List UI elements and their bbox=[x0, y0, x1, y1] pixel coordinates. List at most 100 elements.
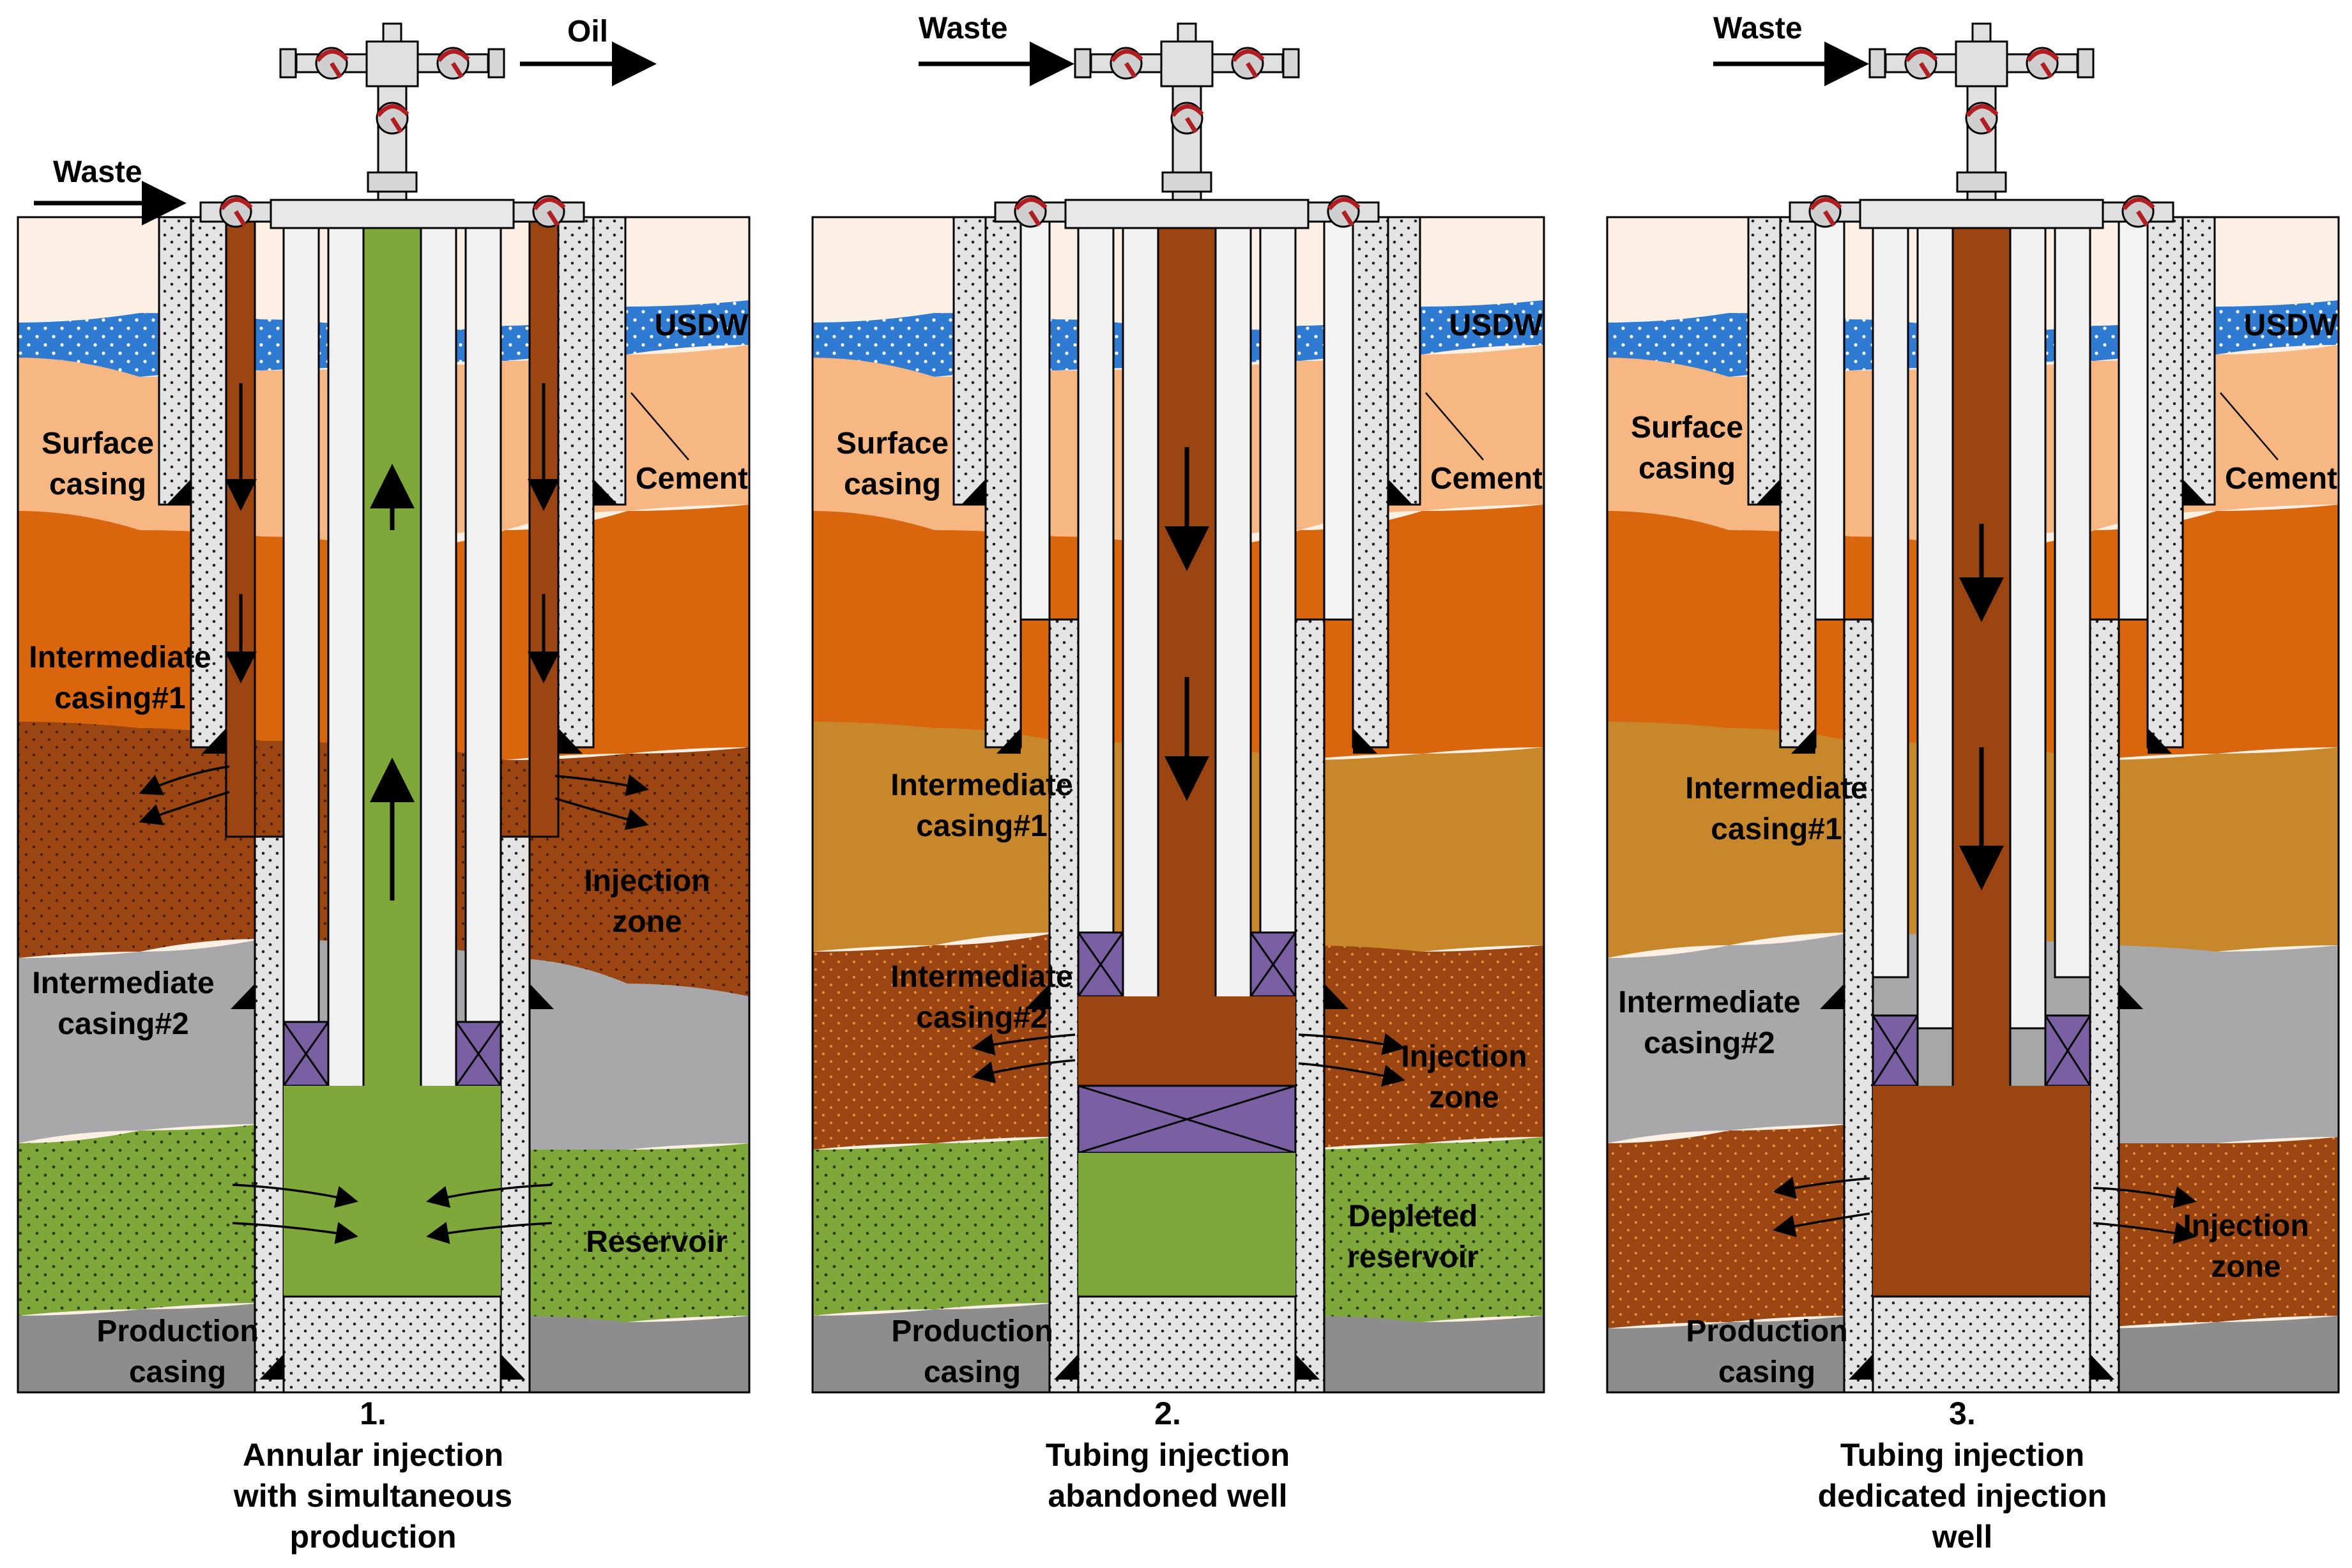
wellhead bbox=[1789, 22, 2174, 229]
cement-label: Cement bbox=[2225, 462, 2337, 496]
production-casing-shoe bbox=[501, 1354, 525, 1380]
cement-leader bbox=[630, 392, 689, 461]
panel-number: 2. bbox=[1154, 1396, 1181, 1431]
tree-flange bbox=[1161, 171, 1212, 193]
injection-zone-label: zone bbox=[2211, 1250, 2280, 1284]
reservoir-label: Depleted bbox=[1348, 1199, 1478, 1233]
tree-cap bbox=[382, 22, 402, 43]
valve-handle bbox=[1232, 49, 1265, 79]
intermediate-2-shoe bbox=[1820, 984, 1844, 1009]
intermediate-2-shoe bbox=[1025, 984, 1050, 1009]
inflow-arrow bbox=[426, 1222, 553, 1244]
intermediate-2-label: casing#2 bbox=[57, 1007, 188, 1041]
tree-flange bbox=[367, 171, 418, 193]
annulus-left bbox=[1077, 216, 1115, 978]
panel-caption: Annular injection bbox=[243, 1437, 503, 1473]
panel-caption: production bbox=[289, 1519, 456, 1555]
panel-3: WasteUSDWCementSurfacecasingIntermediate… bbox=[1606, 11, 2340, 1555]
valve bbox=[1110, 47, 1143, 80]
panel-caption: Tubing injection bbox=[1840, 1437, 2084, 1473]
panel-caption: abandoned well bbox=[1048, 1478, 1287, 1514]
tree-cap bbox=[1177, 22, 1197, 43]
production-casing-label: casing bbox=[1718, 1355, 1815, 1389]
intermediate-1-shoe bbox=[997, 728, 1021, 754]
outflow-arrow bbox=[972, 1059, 1076, 1084]
cement-leader bbox=[1425, 392, 1484, 461]
intermediate-2-label: casing#2 bbox=[1644, 1026, 1775, 1060]
valve-handle bbox=[376, 104, 409, 133]
surface-casing-shoe bbox=[167, 479, 191, 505]
panel-number: 1. bbox=[360, 1396, 386, 1431]
flange bbox=[2077, 48, 2095, 79]
surface-casing-label: Surface bbox=[42, 427, 154, 461]
intermediate-1-label: casing#1 bbox=[54, 681, 185, 715]
valve-handle bbox=[2122, 197, 2155, 227]
valve-handle bbox=[1327, 197, 1361, 227]
valve bbox=[532, 195, 566, 228]
production-casing-shoe bbox=[259, 1354, 284, 1380]
packer-cross bbox=[1872, 1015, 1919, 1086]
cement-surface-right bbox=[1387, 216, 1421, 506]
packer-cross bbox=[1078, 1085, 1296, 1154]
packer bbox=[1249, 931, 1297, 998]
panel-caption: Tubing injection bbox=[1046, 1437, 1290, 1473]
intermediate-1-label: Intermediate bbox=[1685, 772, 1867, 805]
valve-handle bbox=[316, 49, 349, 79]
production-casing-label: casing bbox=[924, 1355, 1021, 1389]
surface-casing-shoe bbox=[1388, 479, 1412, 505]
valve-handle bbox=[1809, 197, 1842, 227]
cement-intermediate-right bbox=[1352, 216, 1389, 749]
intermediate-1-label: Intermediate bbox=[29, 641, 211, 674]
cement-plug bbox=[1077, 1295, 1297, 1394]
packer bbox=[2044, 1014, 2091, 1087]
valve bbox=[376, 102, 409, 135]
intermediate-1-shoe bbox=[1791, 728, 1815, 754]
surface-casing-label: Surface bbox=[836, 427, 949, 461]
cement-intermediate-left bbox=[984, 216, 1022, 749]
valve-handle bbox=[1110, 49, 1143, 79]
valve-handle bbox=[220, 197, 253, 227]
injection-zone-label: Injection bbox=[584, 864, 710, 898]
cement-production-right bbox=[500, 835, 531, 1394]
cement-surface-right bbox=[592, 216, 627, 506]
annulus-right bbox=[2054, 216, 2091, 978]
surface-casing-label: casing bbox=[844, 468, 941, 501]
waste-label: Waste bbox=[53, 155, 142, 189]
intermediate-1-label: casing#1 bbox=[916, 809, 1047, 843]
intermediate-2-label: Intermediate bbox=[1618, 986, 1800, 1019]
wellhead bbox=[994, 22, 1380, 229]
outflow-arrow bbox=[554, 774, 649, 796]
panel-2: WasteUSDWCementSurfacecasingIntermediate… bbox=[811, 11, 1545, 1514]
tubing bbox=[1951, 216, 2012, 1145]
tree-flange bbox=[1956, 171, 2007, 193]
flange bbox=[487, 48, 505, 79]
production-casing-label: Production bbox=[891, 1314, 1053, 1348]
cement-surface-left bbox=[158, 216, 192, 506]
valve bbox=[1231, 47, 1265, 80]
packer bbox=[282, 1021, 330, 1087]
usdw-label: USDW bbox=[1449, 308, 1543, 342]
usdw-label: USDW bbox=[2244, 308, 2338, 342]
panel-caption: dedicated injection bbox=[1818, 1478, 2107, 1514]
production-casing-shoe bbox=[1295, 1354, 1320, 1380]
oil-label: Oil bbox=[567, 15, 608, 49]
cement-production-right bbox=[1294, 618, 1325, 1394]
tree-block bbox=[365, 40, 419, 88]
production-casing-label: Production bbox=[96, 1314, 258, 1348]
inflow-arrow bbox=[232, 1184, 358, 1208]
packer-cross bbox=[455, 1021, 502, 1086]
valve bbox=[436, 47, 470, 80]
bridge-plug bbox=[1077, 1085, 1297, 1154]
annulus-waste-right bbox=[528, 216, 560, 838]
production-casing-shoe bbox=[1849, 1354, 1873, 1380]
valve-handle bbox=[1171, 104, 1204, 133]
cement-plug bbox=[1872, 1295, 2091, 1394]
intermediate-1-label: Intermediate bbox=[890, 768, 1073, 802]
surface-casing-label: Surface bbox=[1631, 411, 1743, 445]
valve bbox=[2026, 47, 2059, 80]
cement-production-left bbox=[1843, 618, 1874, 1394]
injection-zone-label: zone bbox=[612, 905, 682, 939]
outflow-arrow bbox=[1298, 1033, 1405, 1055]
usdw-label: USDW bbox=[655, 308, 749, 342]
